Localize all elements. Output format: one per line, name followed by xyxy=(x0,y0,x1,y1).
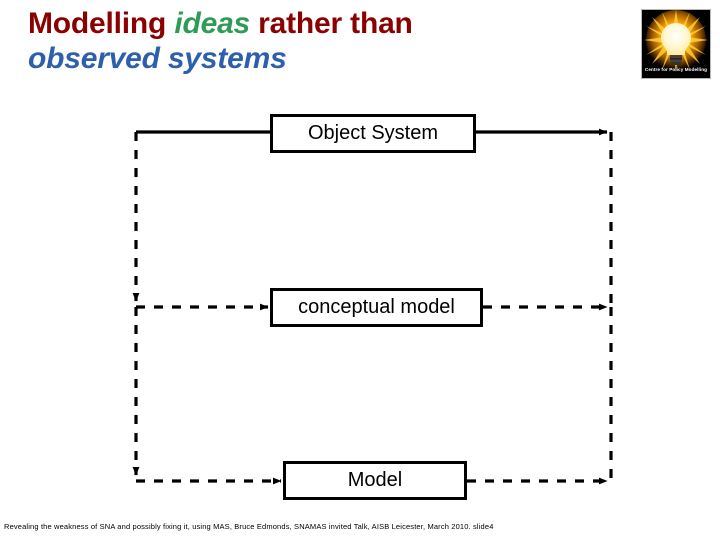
diagram-node-object-system[interactable]: Object System xyxy=(270,114,476,153)
slide-footer: Revealing the weakness of SNA and possib… xyxy=(4,522,494,531)
title-part-1: Modelling xyxy=(28,7,175,40)
logo-caption: Centre for Policy Modelling xyxy=(644,67,708,72)
lightbulb-icon xyxy=(642,10,710,78)
title-part-2: rather than xyxy=(250,7,413,40)
diagram-node-conceptual-model[interactable]: conceptual model xyxy=(270,288,483,327)
diagram-node-label: Model xyxy=(347,469,403,491)
page-title: Modelling ideas rather than observed sys… xyxy=(28,6,528,76)
organisation-logo: Centre for Policy Modelling xyxy=(641,9,711,79)
title-line-2: observed systems xyxy=(28,42,287,76)
diagram-node-model[interactable]: Model xyxy=(283,461,467,500)
diagram-node-label: conceptual model xyxy=(298,296,455,318)
title-emphasis: ideas xyxy=(174,7,251,40)
diagram-node-label: Object System xyxy=(307,122,439,144)
